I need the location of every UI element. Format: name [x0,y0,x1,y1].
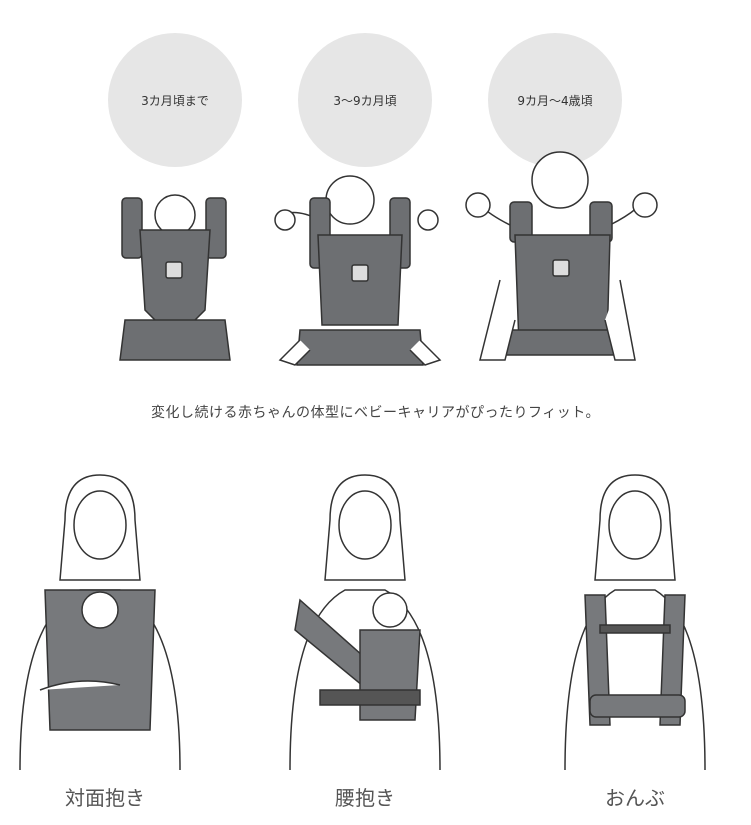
carrier-toddler-illustration [465,151,658,361]
position-label-front: 対面抱き [65,786,145,810]
position-label-back: おんぶ [605,786,665,810]
carry-positions-illustration [19,474,706,771]
carrier-infant-illustration [274,175,442,366]
stage-circle-toddler: 9カ月〜4歳頃 [488,33,622,167]
caption-text: 変化し続ける赤ちゃんの体型にベビーキャリアがぴったりフィット。 [151,405,600,421]
stage-label: 3〜9カ月頃 [333,93,397,108]
woman-back-carry-illustration [564,474,706,771]
carrier-stages-illustration [119,151,658,366]
stage-circle-newborn: 3カ月頃まで [108,33,242,167]
carrier-newborn-illustration [119,194,231,361]
woman-hip-carry-illustration [289,474,441,771]
woman-front-carry-illustration [19,474,181,771]
position-label-hip: 腰抱き [335,786,395,810]
stage-label: 3カ月頃まで [141,93,209,108]
stage-label: 9カ月〜4歳頃 [517,93,593,108]
stage-circle-infant: 3〜9カ月頃 [298,33,432,167]
